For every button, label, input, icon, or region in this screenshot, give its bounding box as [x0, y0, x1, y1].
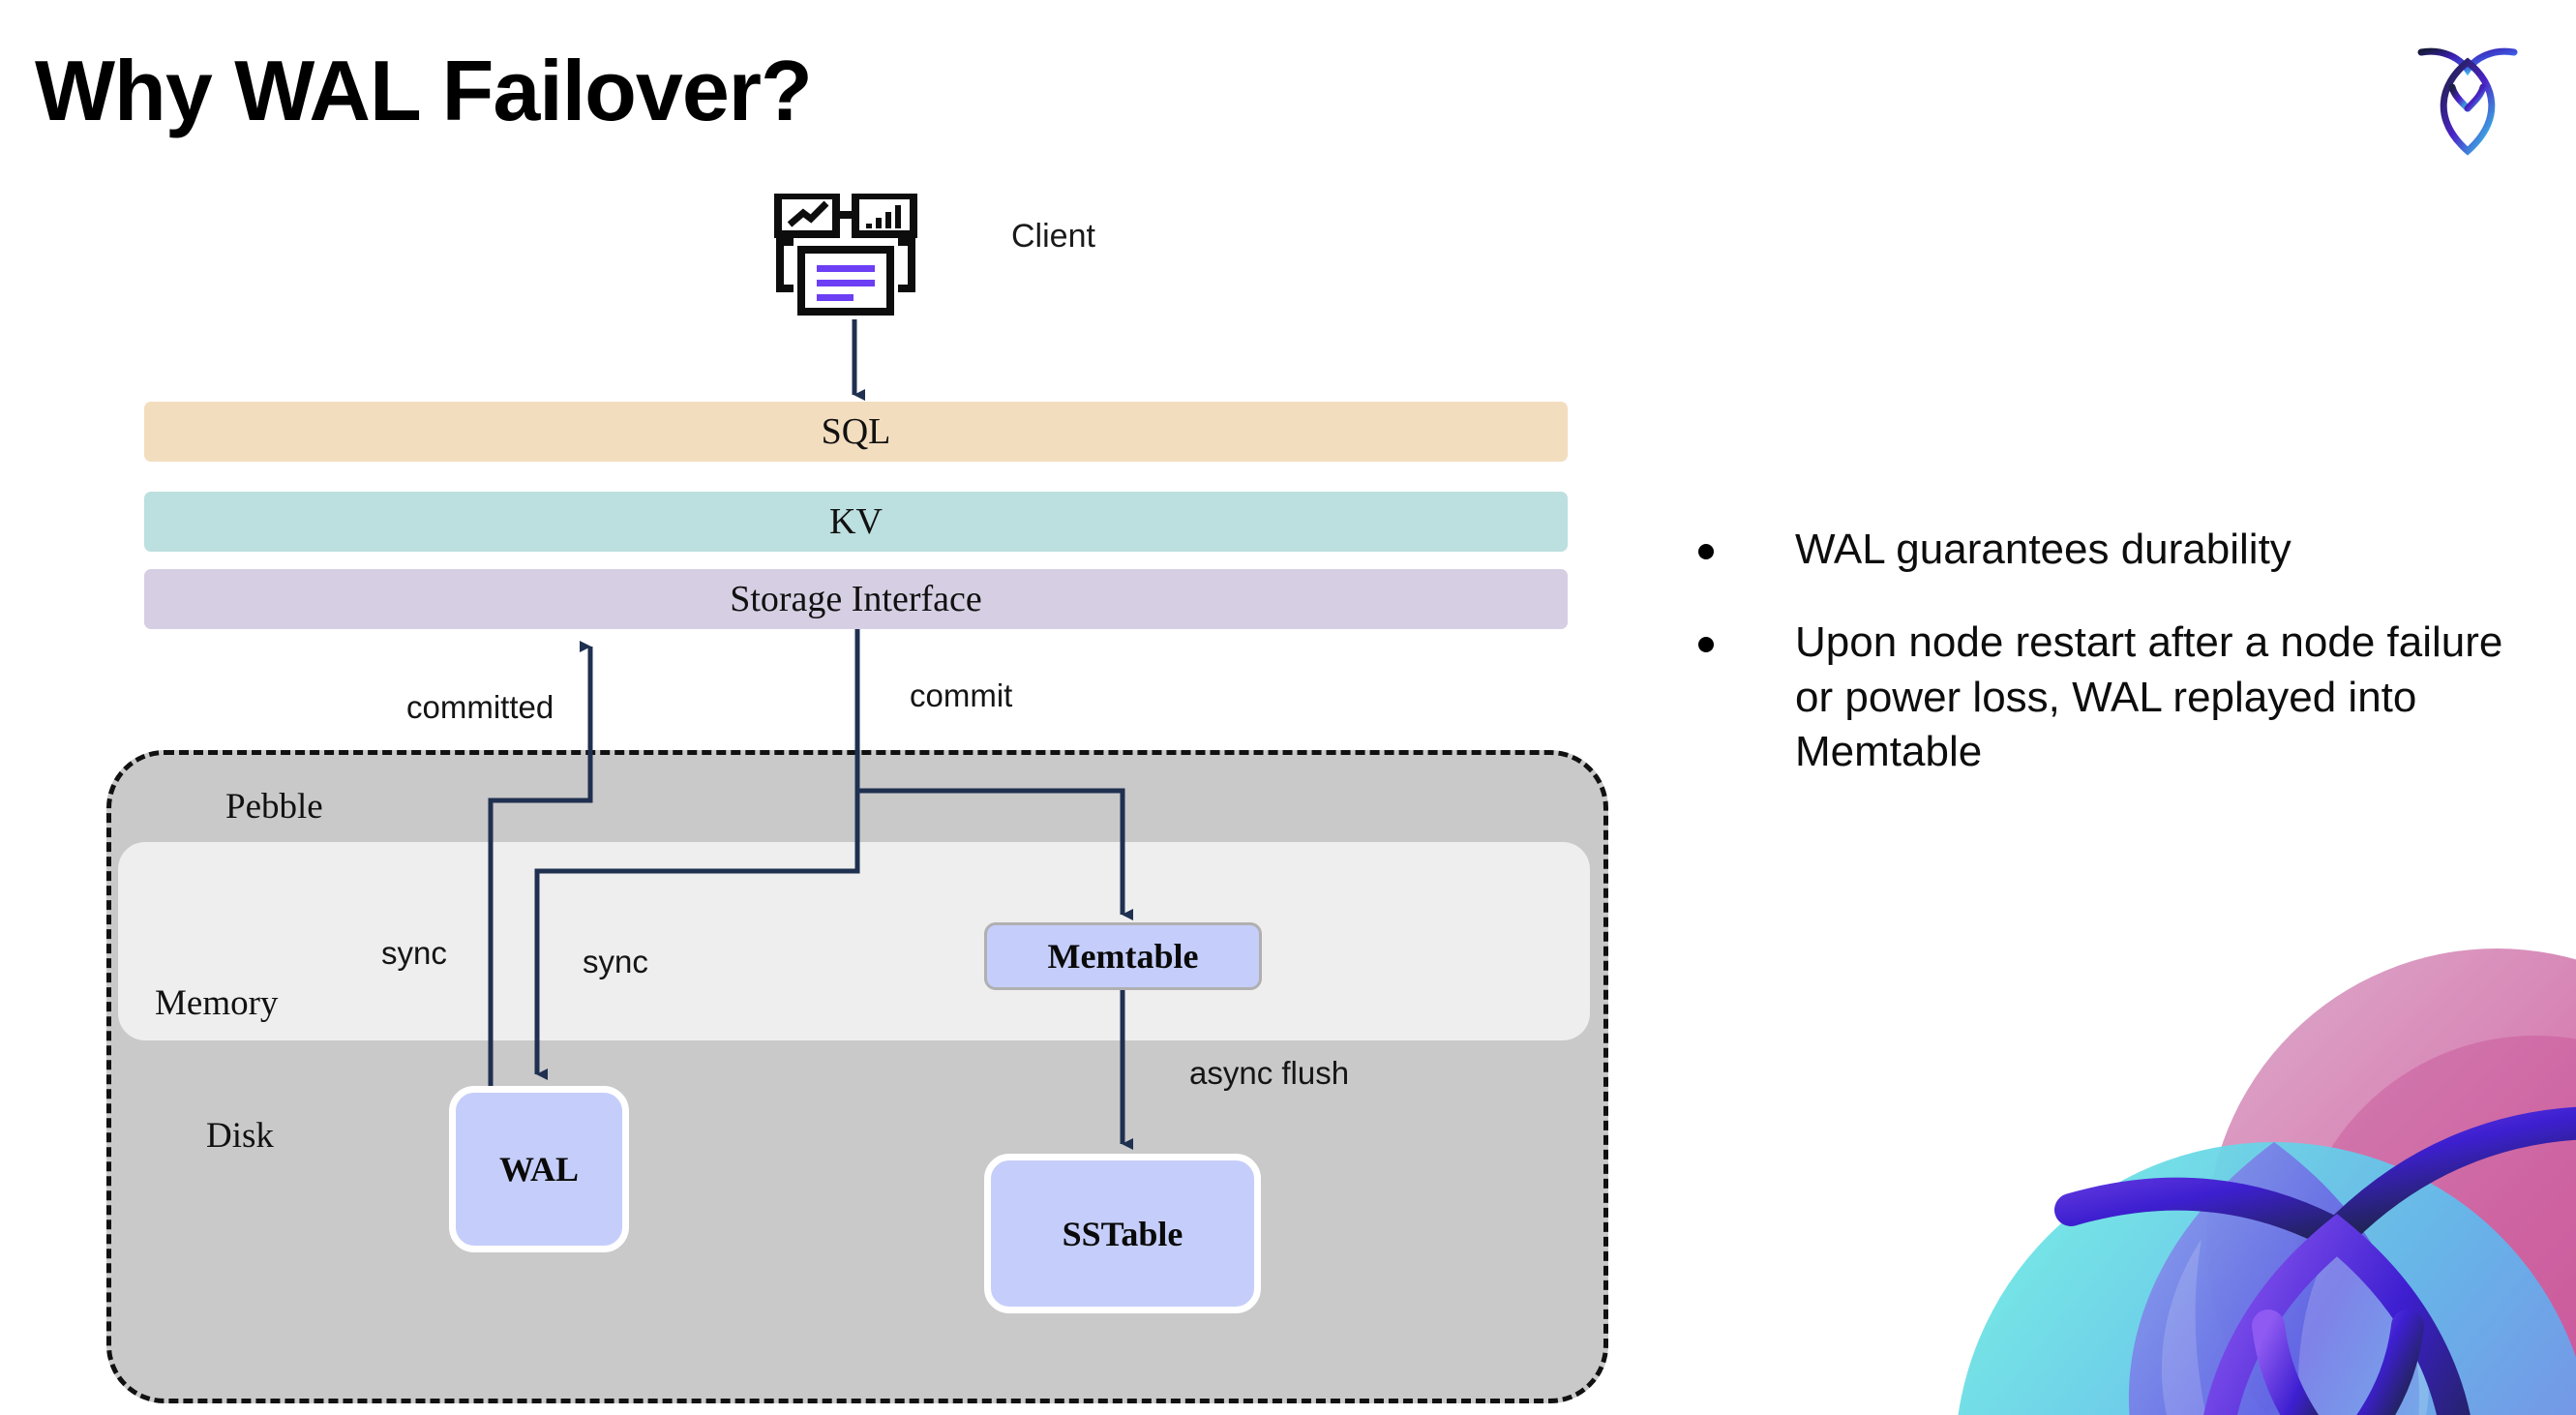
storage-interface-layer-bar[interactable]: Storage Interface — [144, 569, 1568, 629]
bullet-text: Upon node restart after a node failure o… — [1795, 618, 2503, 775]
wal-node[interactable]: WAL — [449, 1086, 629, 1252]
page-title: Why WAL Failover? — [35, 43, 813, 138]
wal-label: WAL — [498, 1150, 580, 1189]
sql-layer-label: SQL — [821, 411, 891, 452]
architecture-diagram: Client SQL KV Storage Interface Pebble M… — [106, 192, 1608, 1403]
cockroachdb-watermark-icon — [1955, 919, 2576, 1415]
cockroachdb-logo-icon — [2410, 37, 2526, 163]
diagram-connectors — [488, 319, 1133, 1150]
kv-layer-label: KV — [829, 501, 883, 542]
bullet-list: WAL guarantees durability Upon node rest… — [1698, 523, 2531, 818]
edge-label-committed: committed — [406, 689, 554, 725]
edge-label-sync-right: sync — [583, 944, 648, 979]
client-dashboard-icon — [774, 192, 929, 319]
list-item: Upon node restart after a node failure o… — [1698, 616, 2531, 779]
bullet-text: WAL guarantees durability — [1795, 526, 2291, 573]
edge-label-sync-left: sync — [381, 935, 447, 971]
edge-commit-to-memtable — [854, 629, 1133, 920]
edge-label-async-flush: async flush — [1189, 1055, 1350, 1091]
bullet-dot-icon — [1698, 637, 1714, 653]
memory-zone-label: Memory — [155, 983, 279, 1023]
edge-label-commit: commit — [910, 677, 1013, 713]
client-label: Client — [1011, 218, 1095, 255]
sstable-node[interactable]: SSTable — [984, 1154, 1261, 1313]
storage-interface-layer-label: Storage Interface — [730, 579, 982, 619]
memtable-label: Memtable — [1047, 937, 1199, 976]
sql-layer-bar[interactable]: SQL — [144, 402, 1568, 462]
edge-sync-to-wal — [534, 629, 860, 1080]
disk-zone-label: Disk — [206, 1116, 274, 1156]
sstable-label: SSTable — [1062, 1214, 1183, 1253]
pebble-label: Pebble — [225, 787, 323, 827]
memtable-node[interactable]: Memtable — [984, 922, 1262, 990]
list-item: WAL guarantees durability — [1698, 523, 2531, 577]
memory-zone — [118, 842, 1590, 1040]
bullet-dot-icon — [1698, 544, 1714, 559]
edge-committed-to-storage — [488, 641, 593, 1094]
kv-layer-bar[interactable]: KV — [144, 492, 1568, 552]
